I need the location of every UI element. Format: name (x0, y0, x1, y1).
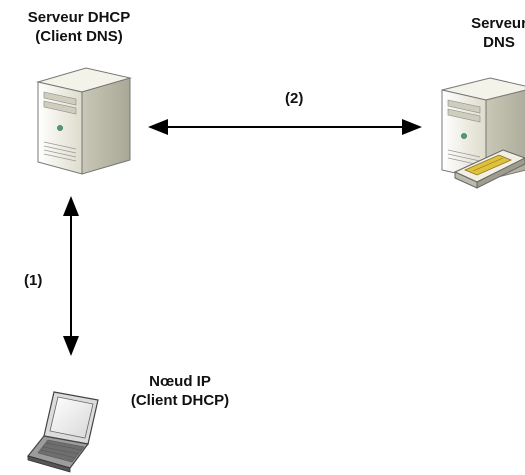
dhcp-server-icon (36, 67, 132, 175)
connection-1-arrow (63, 196, 79, 356)
dns-server-title: Serveur (471, 15, 525, 32)
laptop-icon (26, 391, 99, 473)
ip-node-title: Nœud IP (149, 373, 211, 390)
connection-2-arrow (148, 119, 422, 135)
connection-1-label: (1) (24, 272, 43, 289)
dhcp-server-title: Serveur DHCP (27, 9, 131, 26)
dns-server-label: Serveur DNS (444, 14, 525, 52)
dhcp-server-label: Serveur DHCP (Client DNS) (4, 8, 154, 46)
dns-disk-icon (453, 149, 525, 189)
dhcp-server-subtitle: (Client DNS) (35, 28, 123, 45)
ip-node-label: Nœud IP (Client DHCP) (110, 372, 250, 410)
ip-node-subtitle: (Client DHCP) (130, 392, 230, 409)
dns-server-subtitle: DNS (483, 34, 515, 51)
connection-2-label: (2) (285, 90, 304, 107)
